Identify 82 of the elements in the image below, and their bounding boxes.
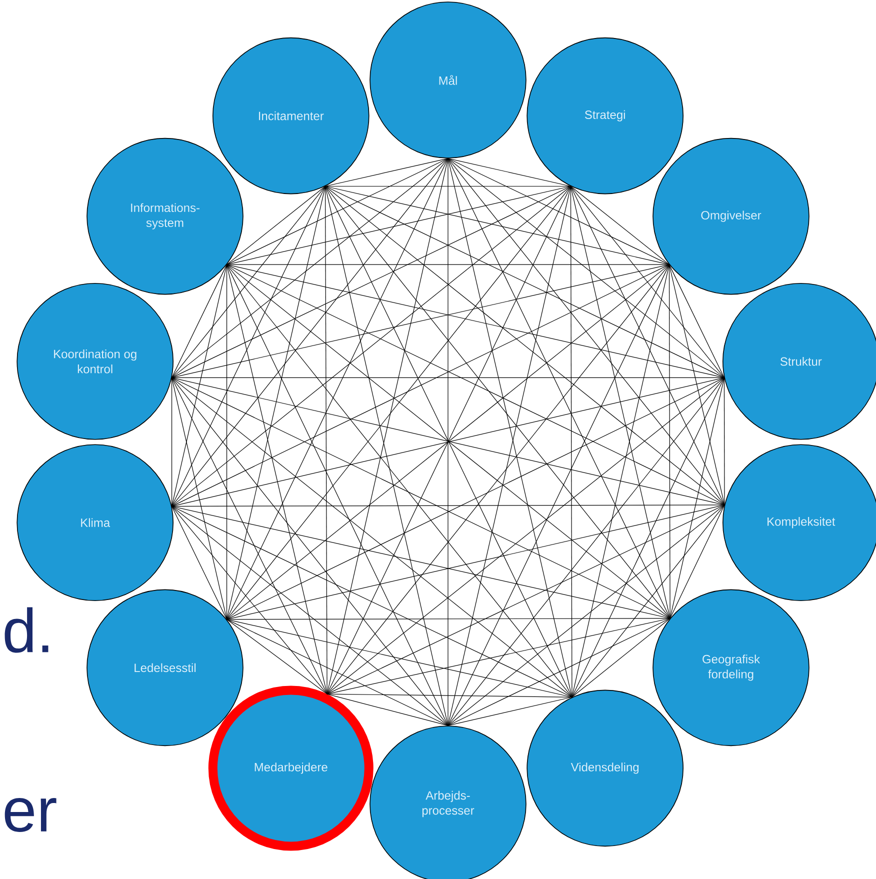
connector-line [226,619,328,694]
connector-line [226,186,326,620]
connector-line [668,264,670,619]
connector-line [171,158,448,378]
connector-line [171,377,328,694]
connector-line [226,264,328,694]
connector-line [324,186,725,506]
connector-line [572,377,724,698]
connector-line [171,377,724,378]
connector-line [171,186,572,507]
connector-line [448,377,724,726]
connector-line [226,264,448,726]
connector-line [448,158,725,506]
connector-line [171,377,172,507]
connector-line [326,694,572,698]
connector-line [570,186,572,698]
connector-line [171,377,228,620]
connector-line [226,186,572,620]
connector-line [326,264,670,694]
connector-line [171,377,670,619]
connector-line [448,158,670,265]
connector-line [226,186,572,265]
slide-text: er [4,798,56,832]
connector-line [226,504,725,620]
connector-line [448,618,670,726]
connector-line [171,186,326,378]
connector-line [226,158,448,265]
connector-line [324,186,328,694]
connector-line [171,506,670,619]
connector-line [448,158,724,378]
connector-line [570,186,670,265]
connector-line [171,264,670,378]
connector-line [171,264,228,378]
connector-line [171,264,228,507]
connector-line [324,186,572,187]
connector-line [226,264,725,506]
connector-line [171,377,448,726]
connector-line [171,504,725,507]
connector-line [171,158,448,507]
connector-line [324,158,448,187]
slide-text: d. [4,607,48,653]
connector-line [226,619,448,726]
connector-line [668,264,725,506]
connector-line [724,377,725,506]
connector-line [226,264,724,378]
connector-line [448,504,725,726]
connector-line [324,186,670,265]
connector-line [171,506,228,620]
connector-line [448,158,572,187]
connector-line [226,618,670,620]
connector-line [326,618,670,694]
connector-line [226,264,572,698]
connector-line [326,377,724,694]
connector-line [326,694,448,726]
connector-line [570,186,724,378]
connector-line [226,377,724,620]
connector-line [226,619,572,698]
connector-line [448,264,670,726]
connector-line [171,186,572,378]
connector-line [448,158,670,619]
connector-line [171,377,572,698]
connector-line [324,186,670,619]
connector-line [668,264,724,378]
connector-line [171,186,326,507]
connector-line [171,506,448,726]
connector-line [448,696,572,726]
connector-line [171,506,328,694]
connector-line [171,506,572,698]
connector-line [226,158,448,620]
connector-line [572,264,670,698]
connector-line [570,186,670,619]
connector-line [670,504,725,619]
connector-line [570,186,725,506]
connector-line [572,618,670,698]
connector-line [670,377,724,619]
connector-line [326,504,725,694]
connector-line [226,264,670,265]
connector-line [572,504,725,698]
connector-line [324,186,724,378]
connector-line [226,186,326,265]
connector-line [226,264,228,620]
connector-line [171,264,670,507]
